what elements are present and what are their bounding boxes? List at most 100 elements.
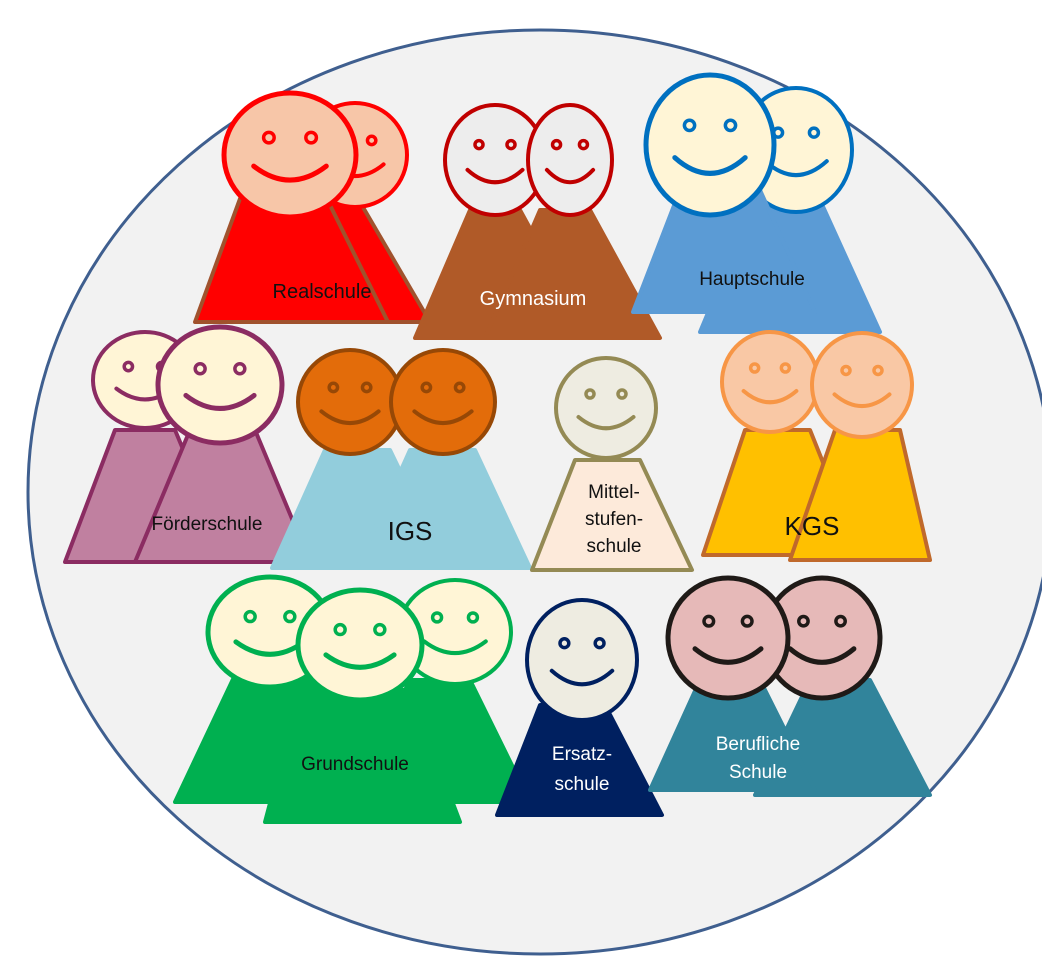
- smiley-face-icon: [295, 587, 425, 703]
- smile-mouth-icon: [576, 415, 636, 431]
- eye-right-icon: [304, 130, 319, 145]
- eye-right-icon: [723, 118, 738, 133]
- eye-right-icon: [577, 138, 590, 151]
- figure-group-grundschule: Grundschule: [173, 574, 532, 824]
- label-foerderschule: Förderschule: [152, 514, 263, 535]
- eye-right-icon: [779, 362, 792, 374]
- label-line: Ersatz-: [552, 744, 612, 765]
- smiley-face-icon: [665, 575, 791, 701]
- label-line: Gymnasium: [480, 288, 587, 310]
- smile-mouth-icon: [544, 167, 596, 185]
- smiley-face-icon: [389, 348, 497, 456]
- eye-left-icon: [420, 381, 433, 394]
- eye-right-icon: [872, 364, 884, 377]
- eye-right-icon: [365, 134, 378, 147]
- smile-mouth-icon: [787, 646, 857, 665]
- person-body: [530, 458, 694, 572]
- smile-mouth-icon: [692, 646, 764, 665]
- eye-left-icon: [122, 360, 135, 373]
- figure-group-mittelstufenschule: Mittel-stufen-schule: [530, 356, 694, 572]
- smiley-face-icon: [554, 356, 658, 460]
- figure-group-igs: IGS: [270, 348, 532, 570]
- smiley-face-icon: [810, 331, 914, 439]
- label-line: schule: [587, 536, 642, 557]
- label-realschule: Realschule: [273, 281, 372, 303]
- eye-right-icon: [466, 611, 480, 624]
- label-line: IGS: [388, 516, 433, 546]
- eye-right-icon: [834, 614, 847, 628]
- label-grundschule: Grundschule: [301, 754, 409, 775]
- smile-mouth-icon: [251, 163, 329, 183]
- eye-left-icon: [584, 388, 596, 400]
- person-igs-2: [355, 348, 532, 570]
- figure-group-kgs: KGS: [701, 330, 932, 562]
- label-gymnasium: Gymnasium: [480, 288, 587, 310]
- smiley-face-icon: [155, 324, 285, 446]
- label-line: Realschule: [273, 281, 372, 303]
- eye-left-icon: [558, 637, 571, 650]
- smiley-face-icon: [526, 103, 614, 217]
- eye-right-icon: [453, 381, 466, 394]
- label-hauptschule: Hauptschule: [699, 269, 805, 290]
- label-line: Schule: [729, 762, 787, 783]
- eye-left-icon: [193, 362, 207, 376]
- smiley-face-icon: [296, 348, 404, 456]
- eye-right-icon: [740, 614, 754, 628]
- person-mittelstufenschule-1: [530, 356, 694, 572]
- figure-group-foerderschule: Förderschule: [63, 324, 312, 564]
- eye-right-icon: [283, 609, 297, 624]
- smile-mouth-icon: [465, 167, 525, 185]
- label-kgs: KGS: [785, 511, 840, 541]
- eye-right-icon: [505, 138, 517, 151]
- person-hauptschule-2: [631, 72, 817, 314]
- smile-mouth-icon: [741, 389, 799, 405]
- eye-left-icon: [682, 118, 697, 133]
- eye-right-icon: [616, 388, 628, 400]
- smiley-face-icon: [221, 90, 359, 220]
- figure-group-ersatzschule: Ersatz-schule: [495, 598, 664, 817]
- eye-left-icon: [333, 622, 347, 637]
- eye-left-icon: [430, 611, 444, 624]
- eye-right-icon: [373, 622, 387, 637]
- label-igs: IGS: [388, 516, 433, 546]
- label-line: Mittel-: [588, 482, 640, 503]
- eye-right-icon: [360, 381, 373, 394]
- label-ersatzschule: Ersatz-schule: [552, 744, 612, 795]
- smiley-face-icon: [720, 330, 820, 434]
- smile-mouth-icon: [832, 392, 892, 408]
- person-gymnasium-2: [483, 103, 662, 340]
- eye-left-icon: [840, 364, 852, 377]
- eye-left-icon: [550, 138, 563, 151]
- person-berufliche-1: [753, 575, 932, 797]
- eye-left-icon: [797, 614, 810, 628]
- smile-mouth-icon: [422, 639, 488, 655]
- label-line: stufen-: [585, 509, 643, 530]
- eye-left-icon: [243, 609, 257, 624]
- label-line: Berufliche: [716, 734, 801, 755]
- person-berufliche-2: [648, 575, 817, 792]
- label-line: schule: [555, 774, 610, 795]
- smiley-face-icon: [643, 72, 777, 218]
- person-ersatzschule-1: [495, 598, 664, 817]
- smile-mouth-icon: [183, 392, 257, 411]
- eye-left-icon: [473, 138, 485, 151]
- smile-mouth-icon: [412, 409, 474, 425]
- eye-right-icon: [233, 362, 247, 376]
- person-realschule-2: [193, 90, 390, 324]
- eye-left-icon: [748, 362, 761, 374]
- label-line: Förderschule: [152, 514, 263, 535]
- person-foerderschule-2: [133, 324, 312, 564]
- label-line: Hauptschule: [699, 269, 805, 290]
- figure-group-gymnasium: Gymnasium: [413, 103, 662, 340]
- label-line: KGS: [785, 511, 840, 541]
- eye-left-icon: [327, 381, 340, 394]
- person-grundschule-3: [263, 587, 462, 824]
- eye-right-icon: [807, 126, 821, 139]
- smile-mouth-icon: [323, 652, 397, 670]
- smile-mouth-icon: [672, 155, 748, 176]
- smile-mouth-icon: [549, 668, 615, 687]
